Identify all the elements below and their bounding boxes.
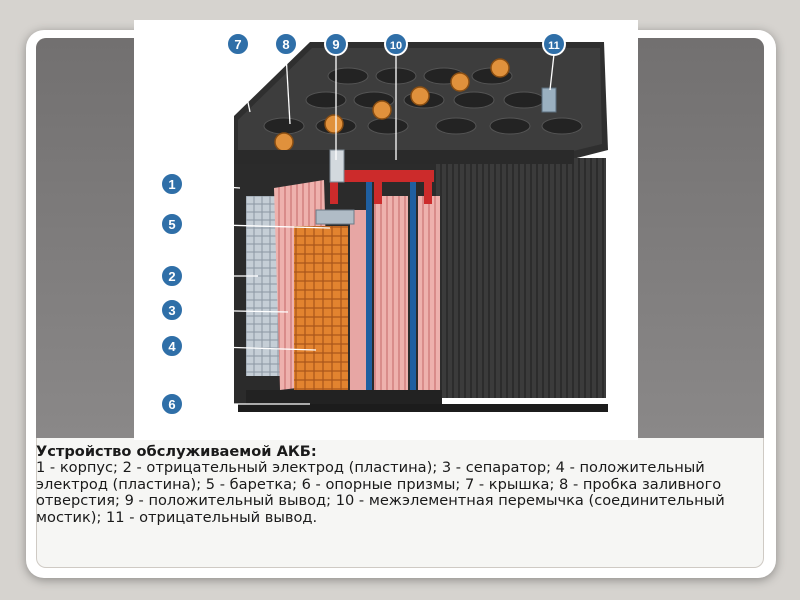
callout-8: 8 — [274, 32, 298, 56]
callout-10: 10 — [384, 32, 408, 56]
callout-5: 5 — [160, 212, 184, 236]
callout-label: 8 — [282, 37, 289, 52]
callout-11: 11 — [542, 32, 566, 56]
caption-title: Устройство обслуживаемой АКБ: — [36, 443, 317, 460]
callout-label: 9 — [332, 37, 339, 52]
plate-strap — [315, 209, 355, 225]
filler-caps — [274, 58, 510, 152]
callout-7: 7 — [226, 32, 250, 56]
callout-3: 3 — [160, 298, 184, 322]
callout-1: 1 — [160, 172, 184, 196]
battery-illustration: 7 8 9 10 11 1 5 2 — [160, 32, 608, 416]
callout-label: 2 — [168, 269, 175, 284]
positive-plate — [294, 226, 348, 390]
callout-6: 6 — [160, 392, 184, 416]
caption-body: 1 - корпус; 2 - отрицательный электрод (… — [36, 459, 725, 526]
cell-bridge — [330, 170, 434, 182]
battery-diagram: 7 8 9 10 11 1 5 2 — [134, 20, 638, 440]
callout-2: 2 — [160, 264, 184, 288]
callout-9: 9 — [324, 32, 348, 56]
negative-terminal — [541, 87, 557, 113]
caption: Устройство обслуживаемой АКБ: 1 - корпус… — [36, 443, 764, 526]
callout-label: 3 — [168, 303, 175, 318]
callout-label: 5 — [168, 217, 175, 232]
callout-label: 1 — [168, 177, 175, 192]
callout-label: 7 — [234, 37, 241, 52]
leader-lines — [183, 53, 555, 405]
positive-terminal — [329, 149, 345, 183]
callout-label: 10 — [390, 40, 402, 52]
callout-label: 6 — [168, 397, 175, 412]
callout-4: 4 — [160, 334, 184, 358]
battery-casing — [434, 158, 606, 398]
cell-partition — [366, 182, 372, 402]
callout-label: 4 — [168, 339, 176, 354]
callout-label: 11 — [548, 40, 560, 52]
support-prisms — [246, 390, 442, 404]
